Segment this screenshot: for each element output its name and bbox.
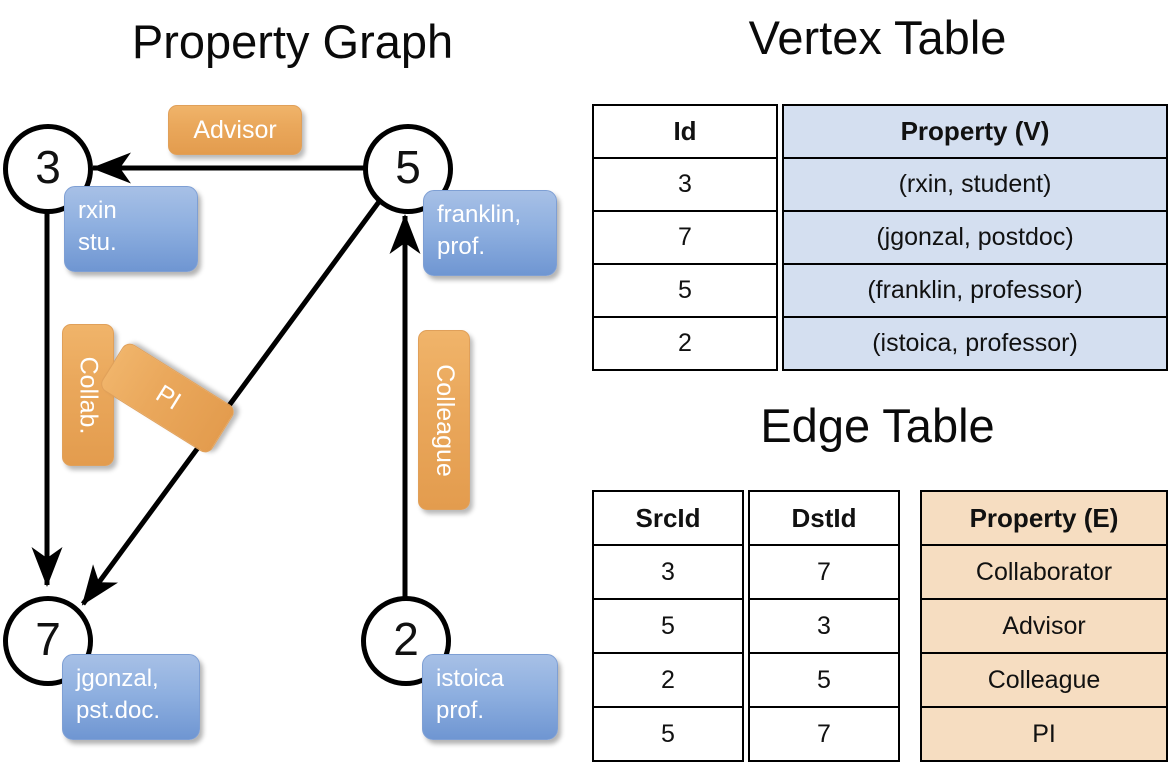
vertex-id-cell: 5: [592, 263, 778, 318]
table-row: 7: [592, 210, 778, 265]
edge-srcid-cell: 2: [592, 652, 744, 708]
edge-label-colleague: Colleague: [418, 330, 470, 510]
table-row: Advisor: [920, 598, 1168, 654]
edge-5-to-7: [80, 197, 384, 606]
vertex-property-line-2: pst.doc.: [76, 697, 161, 725]
graph-node-3-label: 3: [35, 141, 61, 193]
vertex-property-cell: (istoica, professor): [782, 316, 1168, 371]
vertex-property-cell: (franklin, professor): [782, 263, 1168, 318]
vertex-property-box-franklin: franklin, prof.: [423, 190, 557, 276]
edge-label-pi-text: PI: [150, 379, 186, 416]
vertex-table-header-property: Property (V): [782, 104, 1168, 159]
graph-node-5-label: 5: [395, 141, 421, 193]
table-row: (istoica, professor): [782, 316, 1168, 371]
graph-node-7-label: 7: [35, 613, 61, 665]
table-row: PI: [920, 706, 1168, 762]
graph-edges-svg: [31, 152, 421, 606]
edge-label-collab: Collab.: [62, 324, 114, 466]
edge-table-header-dstid: DstId: [748, 490, 900, 546]
table-row: 2: [592, 652, 744, 708]
table-row: 5: [592, 706, 744, 762]
edge-table-header-srcid: SrcId: [592, 490, 744, 546]
vertex-table-property-column: Property (V) (rxin, student) (jgonzal, p…: [782, 104, 1168, 371]
table-row: 7: [748, 544, 900, 600]
graph-node-2[interactable]: 2: [361, 596, 451, 686]
vertex-property-line-2: prof.: [436, 697, 485, 725]
edge-label-colleague-text: Colleague: [430, 363, 459, 477]
table-row: 5: [748, 652, 900, 708]
edge-property-cell: Colleague: [920, 652, 1168, 708]
vertex-property-box-jgonzal: jgonzal, pst.doc.: [62, 654, 200, 740]
property-graph-diagram: 3 5 7 2 rxin stu. franklin, prof. jgonza…: [0, 0, 585, 760]
table-row: (jgonzal, postdoc): [782, 210, 1168, 265]
vertex-property-box-istoica: istoica prof.: [422, 654, 558, 740]
table-row: Colleague: [920, 652, 1168, 708]
edge-srcid-cell: 5: [592, 598, 744, 654]
vertex-property-line-1: istoica: [436, 665, 505, 692]
vertex-table-header-id: Id: [592, 104, 778, 159]
vertex-id-cell: 2: [592, 316, 778, 371]
edge-dstid-cell: 5: [748, 652, 900, 708]
edge-dstid-cell: 7: [748, 544, 900, 600]
edge-dstid-cell: 7: [748, 706, 900, 762]
edge-label-advisor: Advisor: [168, 105, 302, 155]
vertex-property-cell: (rxin, student): [782, 157, 1168, 212]
table-header-row: SrcId: [592, 490, 744, 546]
edge-table-dstid-column: DstId 7 3 5 7: [748, 490, 900, 762]
edge-label-collab-text: Collab.: [74, 356, 103, 434]
edge-property-cell: Collaborator: [920, 544, 1168, 600]
table-row: 2: [592, 316, 778, 371]
table-header-row: Id: [592, 104, 778, 159]
vertex-id-cell: 3: [592, 157, 778, 212]
table-row: 5: [592, 598, 744, 654]
table-row: 7: [748, 706, 900, 762]
table-row: 3: [592, 157, 778, 212]
edge-table-header-property: Property (E): [920, 490, 1168, 546]
vertex-property-cell: (jgonzal, postdoc): [782, 210, 1168, 265]
edge-srcid-cell: 3: [592, 544, 744, 600]
table-header-row: DstId: [748, 490, 900, 546]
vertex-property-line-1: rxin: [78, 197, 117, 224]
edge-table-property-column: Property (E) Collaborator Advisor Collea…: [920, 490, 1168, 762]
table-header-row: Property (V): [782, 104, 1168, 159]
edge-dstid-cell: 3: [748, 598, 900, 654]
graph-node-2-label: 2: [393, 613, 419, 665]
vertex-property-line-2: stu.: [78, 229, 117, 257]
vertex-property-line-1: franklin,: [437, 201, 522, 228]
table-row: 3: [592, 544, 744, 600]
table-row: 5: [592, 263, 778, 318]
vertex-table-id-column: Id 3 7 5 2: [592, 104, 778, 371]
page-title-property-graph: Property Graph: [131, 15, 454, 68]
edge-property-cell: Advisor: [920, 598, 1168, 654]
edge-table-srcid-column: SrcId 3 5 2 5: [592, 490, 744, 762]
page-title-vertex-table: Vertex Table: [748, 11, 1007, 64]
edge-srcid-cell: 5: [592, 706, 744, 762]
table-header-row: Property (E): [920, 490, 1168, 546]
edge-property-cell: PI: [920, 706, 1168, 762]
page-title-edge-table: Edge Table: [760, 399, 995, 452]
table-row: (franklin, professor): [782, 263, 1168, 318]
graph-node-5[interactable]: 5: [363, 124, 453, 214]
vertex-property-line-2: prof.: [437, 233, 486, 261]
table-row: Collaborator: [920, 544, 1168, 600]
table-row: 3: [748, 598, 900, 654]
vertex-property-box-rxin: rxin stu.: [64, 186, 198, 272]
table-row: (rxin, student): [782, 157, 1168, 212]
vertex-id-cell: 7: [592, 210, 778, 265]
vertex-property-line-1: jgonzal,: [76, 665, 159, 692]
edge-label-advisor-text: Advisor: [193, 115, 277, 144]
